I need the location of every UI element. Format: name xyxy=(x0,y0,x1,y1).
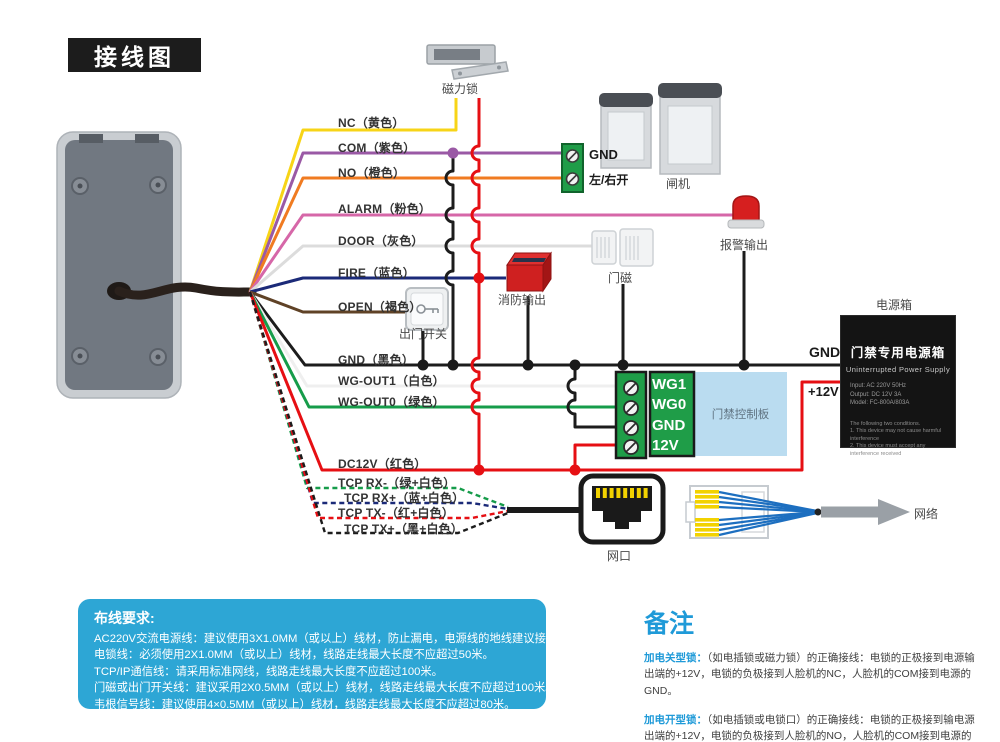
wire-com xyxy=(248,151,564,293)
wiring-requirement-line: TCP/IP通信线：请采用标准网线，线路走线最大长度不应超过100米。 xyxy=(94,665,443,678)
wire-wgout0 xyxy=(248,291,617,409)
wire-label-nc: NC（黄色） xyxy=(338,116,405,130)
wire-label-tcp-rx-plus: TCP RX+（蓝+白色） xyxy=(344,491,465,505)
board-terminal-screws xyxy=(623,380,639,455)
power-supply-note-title: The following two conditions. xyxy=(850,420,921,427)
wire-label-alarm: ALARM（粉色） xyxy=(338,202,432,216)
power-supply-box: 门禁专用电源箱 Uninterrupted Power Supply Input… xyxy=(840,315,956,457)
power-supply-subtitle: Uninterrupted Power Supply xyxy=(845,365,951,374)
alarm-beacon-icon xyxy=(727,195,765,229)
lock-terminal-gnd-label: GND xyxy=(589,147,618,162)
rj45-port-icon xyxy=(578,473,666,545)
remark-body: （如电插锁或磁力锁）的正确接线：电锁的正极接到电源输出端的+12V，电锁的负极接… xyxy=(644,652,975,697)
wire-label-fire: FIRE（蓝色） xyxy=(338,266,415,280)
fire-output-label: 消防输出 xyxy=(498,293,547,307)
rj45-plug-icon xyxy=(685,485,822,539)
remark-head: 加电开型锁： xyxy=(644,713,707,726)
wire-tcp-rx-plus xyxy=(248,291,509,511)
wire-label-tcp-tx-minus: TCP TX-（红+白色） xyxy=(338,506,455,520)
power-box-label: 电源箱 xyxy=(876,298,913,312)
exit-button-label: 出门开关 xyxy=(399,327,448,341)
page-title: 接线图 xyxy=(68,38,201,72)
wire-door xyxy=(249,244,594,294)
wire-fire xyxy=(249,276,506,294)
gate-label: 闸机 xyxy=(666,177,691,191)
wire-lock-12v-vertical xyxy=(470,98,481,470)
wiring-requirement-line: 韦根信号线：建议使用4×0.5MM（或以上）线材，线路走线最大长度不应超过80米… xyxy=(94,698,516,711)
board-terminal-wg1: WG1 xyxy=(652,376,687,393)
remark-item: 加电关型锁：（如电插锁或磁力锁）的正确接线：电锁的正极接到电源输出端的+12V，… xyxy=(644,650,980,699)
power-supply-input: Input: AC 220V 50Hz xyxy=(850,383,907,389)
magnetic-lock-label: 磁力锁 xyxy=(442,82,479,96)
power-supply-title: 门禁专用电源箱 xyxy=(850,346,946,360)
power-supply-output: Output: DC 12V 3A xyxy=(850,391,902,398)
wire-12v-to-board xyxy=(573,443,617,470)
network-port-label: 网口 xyxy=(607,549,632,563)
wire-com-to-gnd xyxy=(444,153,455,365)
remarks-title: 备注 xyxy=(644,610,695,638)
door-sensor-label: 门磁 xyxy=(608,271,633,285)
wire-gnd-to-board xyxy=(566,365,617,429)
wiring-requirements-panel: 布线要求: AC220V交流电源线：建议使用3X1.0MM（或以上）线材，防止漏… xyxy=(78,599,569,711)
remark-body: （如电插锁或电锁口）的正确接线：电锁的正极接到输电源出端的+12V，电锁的负极接… xyxy=(644,713,975,742)
wire-open xyxy=(249,290,407,314)
alarm-output-label: 报警输出 xyxy=(720,238,769,252)
wire-label-tcp-rx-minus: TCP RX-（绿+白色） xyxy=(338,476,456,490)
wire-label-open: OPEN（褐色） xyxy=(338,300,422,314)
power-supply-model: Model: FC-800A/803A xyxy=(850,400,910,406)
wire-label-dc12v: DC12V（红色） xyxy=(338,457,427,471)
remarks-panel: 备注 加电关型锁：（如电插锁或磁力锁）的正确接线：电锁的正极接到电源输出端的+1… xyxy=(644,604,980,742)
turnstile-gates-icon xyxy=(599,83,722,175)
board-terminal-wg0: WG0 xyxy=(652,396,687,414)
device-cable xyxy=(114,282,257,300)
wiring-requirements-title: 布线要求: xyxy=(94,610,155,626)
device-screws xyxy=(71,176,167,366)
wire-label-gnd: GND（黑色） xyxy=(338,353,415,367)
wire-gnd xyxy=(248,291,840,367)
lock-terminal-block xyxy=(561,143,584,193)
junction-dots xyxy=(417,147,750,476)
board-terminal-labels: WG1 WG0 GND 12V xyxy=(652,375,694,457)
board-terminal-12v: 12V xyxy=(652,437,679,455)
exit-button-icon xyxy=(405,287,449,331)
network-label: 网络 xyxy=(914,507,939,521)
wire-wgout1 xyxy=(248,291,617,388)
v12-to-power-label: +12V xyxy=(808,384,839,399)
control-board xyxy=(614,370,787,460)
board-terminal-gnd: GND xyxy=(652,416,686,434)
fire-alarm-icon xyxy=(506,251,552,293)
control-board-label: 门禁控制板 xyxy=(711,409,770,421)
wire-label-wgout1: WG-OUT1（白色） xyxy=(338,374,445,388)
remark-head: 加电关型锁： xyxy=(644,652,707,664)
access-reader-device xyxy=(56,131,182,399)
wire-label-no: NO（橙色） xyxy=(338,166,406,180)
wire-label-wgout0: WG-OUT0（绿色） xyxy=(338,395,445,409)
remark-item: 加电开型锁：（如电插锁或电锁口）的正确接线：电锁的正极接到输电源出端的+12V，… xyxy=(644,712,980,742)
wire-tcp-tx-plus xyxy=(248,291,509,535)
wire-label-door: DOOR（灰色） xyxy=(338,234,424,248)
wire-alarm xyxy=(248,213,735,293)
magnetic-lock-icon xyxy=(426,44,509,80)
power-supply-note-1: 1. This device may not cause harmful int… xyxy=(850,428,941,442)
wire-tcp-tx-minus xyxy=(248,291,509,520)
power-supply-note-2: 2. This device must accept any interfere… xyxy=(850,443,926,457)
wire-no xyxy=(248,176,564,293)
door-sensor-icon xyxy=(591,228,654,267)
gnd-to-power-label: GND xyxy=(809,344,841,360)
wire-nc xyxy=(248,98,458,293)
wire-dc12v xyxy=(248,291,840,472)
lock-terminal-open-label: 左/右开 xyxy=(589,173,629,187)
network-arrow xyxy=(821,499,910,525)
wiring-requirement-line: AC220V交流电源线：建议使用3X1.0MM（或以上）线材，防止漏电，电源线的… xyxy=(94,633,569,645)
wiring-requirement-line: 电锁线：必须使用2X1.0MM（或以上）线材，线路走线最大长度不应超过50米。 xyxy=(94,649,494,662)
wire-label-com: COM（紫色） xyxy=(338,141,416,155)
wire-label-tcp-tx-plus: TCP TX+（黑+白色） xyxy=(344,522,464,536)
wiring-requirement-line: 门磁或出门开关线：建议采用2X0.5MM（或以上）线材，线路走线最大长度不应超过… xyxy=(94,682,557,695)
